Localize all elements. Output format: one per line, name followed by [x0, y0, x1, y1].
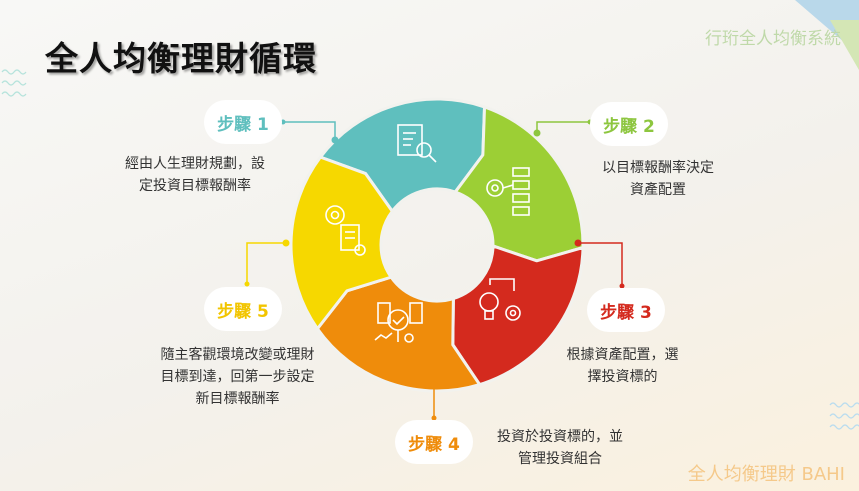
brand-watermark: 行珩全人均衡系統 [705, 29, 841, 49]
wave-decoration [1, 69, 27, 97]
corner-triangle-green [830, 20, 859, 70]
step-2-label: 步驟 2 [590, 102, 668, 146]
connectors [244, 119, 625, 421]
document-search-icon [397, 124, 437, 163]
gear-document-icon [325, 205, 366, 256]
step-1-label: 步驟 1 [204, 100, 282, 144]
cycle-segment-step-3 [451, 244, 585, 387]
step-2-description: 以目標報酬率決定 資產配置 [602, 160, 714, 198]
wave-decoration-right [829, 402, 859, 430]
step-5-label: 步驟 5 [204, 287, 282, 331]
step-4-description: 投資於投資標的，並 管理投資組合 [497, 429, 623, 467]
step-1-description: 經由人生理財規劃，設 定投資目標報酬率 [125, 156, 265, 194]
step-3-label: 步驟 3 [587, 288, 665, 332]
lightbulb-gear-icon [479, 278, 521, 321]
step-icons [325, 124, 530, 343]
portfolio-review-icon [374, 302, 423, 343]
target-checklist-icon [486, 167, 530, 216]
step-3-description: 根據資產配置，選 擇投資標的 [566, 347, 679, 385]
page-title: 全人均衡理財循環 [45, 39, 317, 78]
footer-brand: 全人均衡理財 BAHI [687, 464, 845, 485]
step-4-label: 步驟 4 [395, 420, 473, 464]
step-5-description: 隨主客觀環境改變或理財 目標到達，回第一步設定 新目標報酬率 [160, 347, 315, 407]
